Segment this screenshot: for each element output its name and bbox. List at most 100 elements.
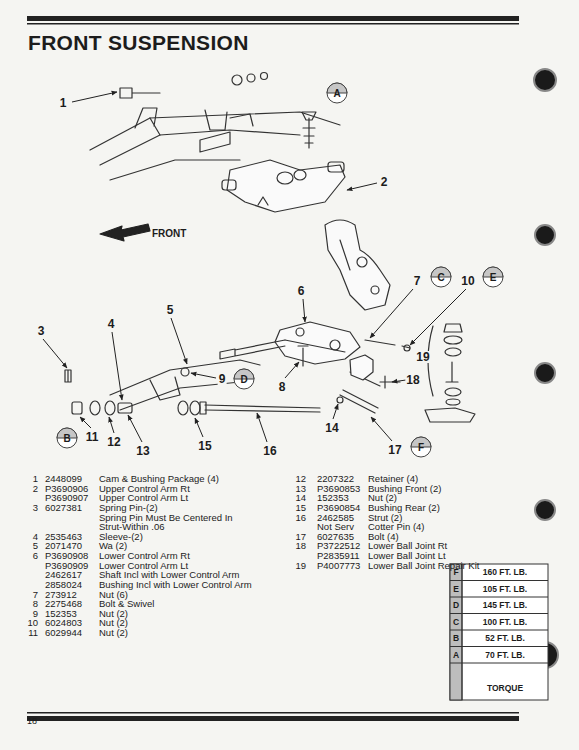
callout-number: 15 bbox=[197, 440, 212, 452]
callout-number: 10 bbox=[460, 275, 475, 287]
part-number: 2448099 bbox=[45, 474, 82, 484]
item-number: 7 bbox=[33, 590, 38, 600]
callout-number: 5 bbox=[166, 304, 175, 316]
callout-number: 9 bbox=[218, 373, 227, 385]
torque-circle: D bbox=[233, 368, 255, 390]
part-number: 2462585 bbox=[317, 513, 354, 523]
item-number: 12 bbox=[295, 474, 306, 484]
item-number: 10 bbox=[27, 618, 38, 628]
part-number: 273912 bbox=[45, 590, 77, 600]
item-number: 15 bbox=[295, 503, 306, 513]
part-number: P3722512 bbox=[317, 541, 360, 551]
part-description: Lower Control Arm Lt bbox=[99, 561, 188, 571]
item-number: 8 bbox=[33, 599, 38, 609]
item-number: 4 bbox=[33, 532, 38, 542]
part-description: Spring Pin-(2) bbox=[99, 503, 158, 513]
item-number: 18 bbox=[295, 541, 306, 551]
torque-letter: E bbox=[453, 584, 459, 593]
torque-circle: E bbox=[482, 266, 504, 288]
part-number: P3690854 bbox=[317, 503, 360, 513]
torque-value: 160 FT. LB. bbox=[483, 568, 527, 577]
part-description: Bushing Incl with Lower Control Arm bbox=[99, 580, 252, 590]
item-number: 5 bbox=[33, 541, 38, 551]
direction-label: FRONT bbox=[152, 229, 186, 239]
part-description: Lower Control Arm Rt bbox=[99, 551, 190, 561]
part-description: Bolt & Swivel bbox=[99, 599, 154, 609]
torque-letter: C bbox=[453, 617, 459, 626]
part-description: Wa (2) bbox=[99, 541, 127, 551]
part-description: Cam & Bushing Package (4) bbox=[99, 474, 219, 484]
torque-heading: TORQUE bbox=[487, 684, 523, 693]
part-description: Bushing Front (2) bbox=[368, 484, 441, 494]
torque-letter: D bbox=[453, 601, 459, 610]
parts-note: Spring Pin Must Be Centered In Strut-Wit… bbox=[99, 513, 234, 532]
callout-number: 11 bbox=[85, 431, 100, 443]
part-number: 6027381 bbox=[45, 503, 82, 513]
item-number: 11 bbox=[28, 628, 38, 638]
part-number: P3690853 bbox=[317, 484, 360, 494]
part-description: Lower Ball Joint Rt bbox=[368, 541, 447, 551]
circle-letter: B bbox=[56, 427, 78, 447]
item-number: 1 bbox=[33, 474, 38, 484]
torque-letter: F bbox=[453, 568, 458, 577]
item-number: 16 bbox=[295, 513, 306, 523]
part-description: Strut (2) bbox=[368, 513, 402, 523]
callout-number: 2 bbox=[380, 176, 389, 188]
part-number: 152353 bbox=[45, 609, 77, 619]
part-description: Nut (2) bbox=[99, 618, 128, 628]
part-number: P3690908 bbox=[45, 551, 88, 561]
item-number: 3 bbox=[33, 503, 38, 513]
part-description: Bolt (4) bbox=[368, 532, 399, 542]
torque-value: 105 FT. LB. bbox=[483, 584, 527, 593]
part-description: Bushing Rear (2) bbox=[368, 503, 440, 513]
callout-number: 14 bbox=[324, 422, 339, 434]
torque-value: 145 FT. LB. bbox=[483, 601, 527, 610]
part-number: 6024803 bbox=[45, 618, 82, 628]
part-number: P4007773 bbox=[317, 561, 360, 571]
circle-letter: A bbox=[326, 82, 348, 102]
part-description: Nut (2) bbox=[368, 493, 397, 503]
callout-number: 19 bbox=[415, 351, 430, 363]
part-number: P2835911 bbox=[317, 551, 360, 561]
part-description: Upper Control Arm Lt bbox=[99, 493, 188, 503]
item-number: 13 bbox=[295, 484, 306, 494]
part-number: P3690906 bbox=[45, 484, 88, 494]
callout-number: 13 bbox=[135, 445, 150, 457]
part-description: Sleeve-(2) bbox=[99, 532, 143, 542]
item-number: 9 bbox=[33, 609, 38, 619]
torque-value: 100 FT. LB. bbox=[483, 617, 527, 626]
item-number: 17 bbox=[295, 532, 306, 542]
part-description: Upper Control Arm Rt bbox=[99, 484, 190, 494]
part-number: 152353 bbox=[317, 493, 349, 503]
part-number: P3690909 bbox=[45, 561, 88, 571]
torque-letter: B bbox=[453, 634, 459, 643]
circle-letter: C bbox=[430, 266, 452, 286]
part-description: Nut (2) bbox=[99, 628, 128, 638]
circle-letter: E bbox=[482, 266, 504, 286]
part-number: 2071470 bbox=[45, 541, 82, 551]
callout-number: 3 bbox=[37, 325, 46, 337]
callout-number: 1 bbox=[59, 97, 68, 109]
torque-circle: A bbox=[326, 82, 348, 104]
callout-number: 18 bbox=[405, 374, 420, 386]
part-description: Shaft Incl with Lower Control Arm bbox=[99, 570, 239, 580]
part-number: Not Serv bbox=[317, 522, 354, 532]
part-number: 2275468 bbox=[45, 599, 82, 609]
callout-number: 16 bbox=[262, 445, 277, 457]
torque-circle: F bbox=[410, 436, 432, 458]
circle-letter: F bbox=[410, 436, 432, 456]
part-number: 2535463 bbox=[45, 532, 82, 542]
item-number: 2 bbox=[33, 484, 38, 494]
item-number: 6 bbox=[33, 551, 38, 561]
part-number: 2858024 bbox=[45, 580, 82, 590]
part-description: Nut (6) bbox=[99, 590, 128, 600]
part-number: P3690907 bbox=[45, 493, 88, 503]
part-number: 6027635 bbox=[317, 532, 354, 542]
part-description: Nut (2) bbox=[99, 609, 128, 619]
callout-number: 7 bbox=[413, 275, 422, 287]
circle-letter: D bbox=[233, 368, 255, 388]
part-number: 2462617 bbox=[45, 570, 82, 580]
torque-letter: A bbox=[453, 650, 459, 659]
part-description: Lower Ball Joint Lt bbox=[368, 551, 446, 561]
part-number: 6029944 bbox=[45, 628, 82, 638]
